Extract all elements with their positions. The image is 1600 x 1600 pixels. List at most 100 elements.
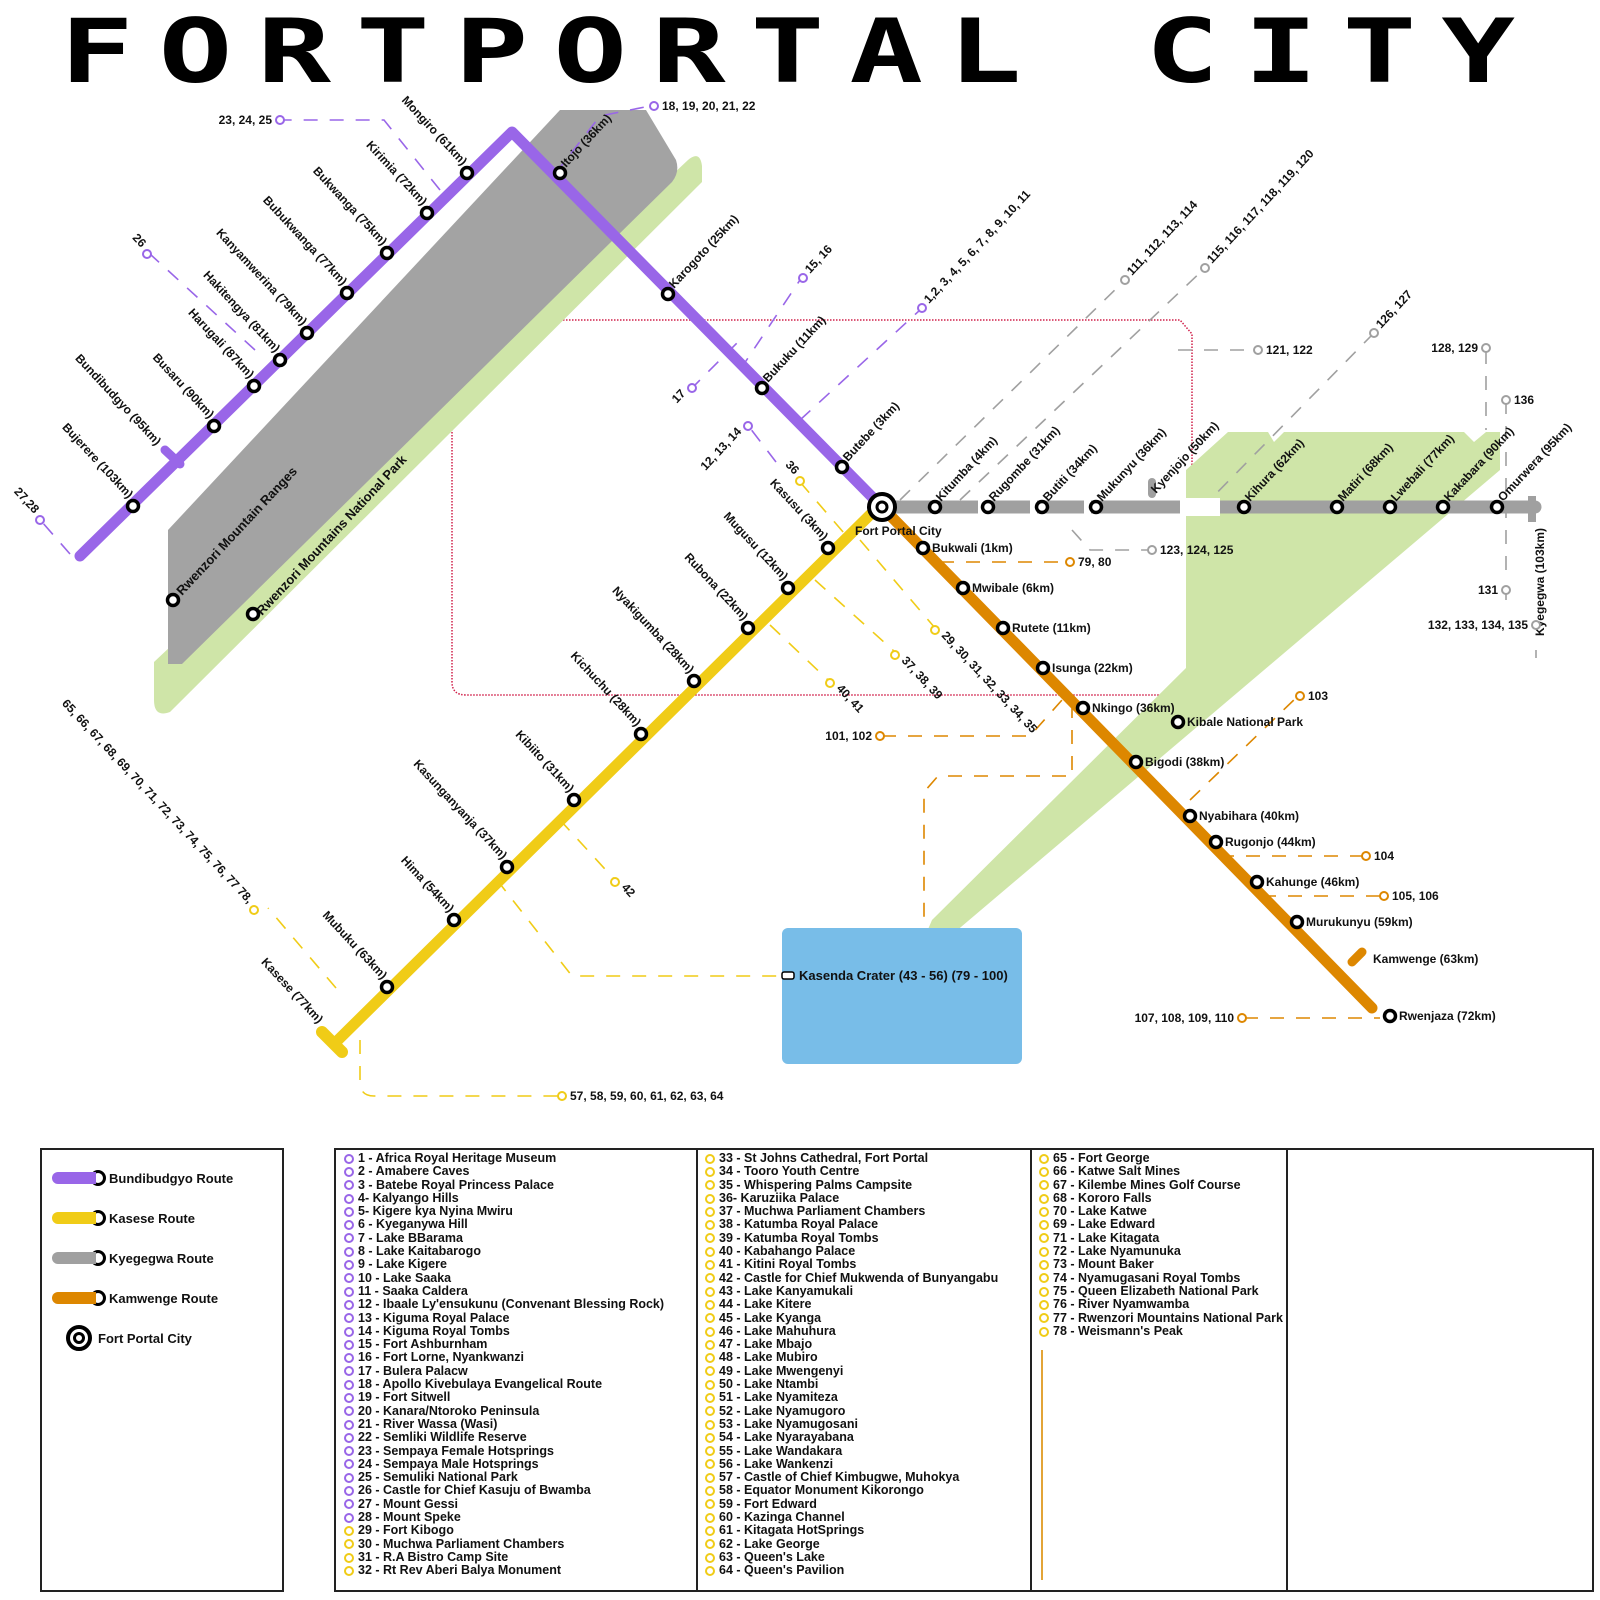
poi-marker[interactable] [1379, 891, 1389, 901]
station-marker[interactable] [1128, 754, 1144, 770]
poi-list-item: 35 - Whispering Palms Campsite [705, 1178, 998, 1192]
station-marker[interactable] [1170, 714, 1186, 730]
poi-marker[interactable] [249, 905, 259, 915]
poi-list-text: 31 - R.A Bistro Camp Site [358, 1549, 509, 1564]
station-marker[interactable] [246, 378, 262, 394]
poi-marker[interactable] [875, 731, 885, 741]
poi-marker[interactable] [1361, 851, 1371, 861]
station-label: Mongiro (61km) [399, 93, 470, 168]
station-marker[interactable] [339, 285, 355, 301]
poi-marker[interactable] [890, 650, 900, 660]
fort-portal-hub[interactable] [867, 492, 897, 522]
station-marker[interactable] [566, 792, 582, 808]
station-label: Murukunyu (59km) [1306, 915, 1413, 929]
station-marker[interactable] [1489, 499, 1505, 515]
station-marker[interactable] [780, 580, 796, 596]
poi-marker[interactable] [930, 625, 940, 635]
station-marker[interactable] [1182, 808, 1198, 824]
poi-marker[interactable] [1501, 395, 1511, 405]
station-marker[interactable] [1035, 660, 1051, 676]
poi-marker[interactable] [275, 115, 285, 125]
station-marker[interactable] [927, 499, 943, 515]
poi-ring-icon [344, 1313, 354, 1324]
poi-list-item: 7 - Lake BBarama [344, 1231, 664, 1245]
poi-divider-3 [1286, 1150, 1288, 1590]
station-label: Bukwanga (75km) [310, 164, 390, 248]
poi-marker[interactable] [1369, 328, 1379, 338]
station-marker[interactable] [980, 499, 996, 515]
station-marker[interactable] [660, 286, 676, 302]
poi-marker[interactable] [1237, 1013, 1247, 1023]
poi-list-item: 16 - Fort Lorne, Nyankwanzi [344, 1351, 664, 1364]
poi-marker[interactable] [1147, 545, 1157, 555]
station-marker[interactable] [272, 352, 288, 368]
poi-marker[interactable] [743, 421, 753, 431]
station-marker[interactable] [1289, 914, 1305, 930]
poi-ring-icon [705, 1326, 715, 1337]
poi-ring-icon [344, 1353, 354, 1364]
station-marker[interactable] [995, 620, 1011, 636]
station-marker[interactable] [1088, 499, 1104, 515]
poi-marker[interactable] [687, 383, 697, 393]
station-marker[interactable] [379, 245, 395, 261]
station-marker[interactable] [740, 620, 756, 636]
bundibudgyo-route-line [74, 126, 886, 562]
poi-marker[interactable] [825, 678, 835, 688]
poi-marker[interactable] [917, 303, 927, 313]
station-marker[interactable] [499, 859, 515, 875]
station-marker[interactable] [419, 205, 435, 221]
station-marker[interactable] [125, 498, 141, 514]
station-marker[interactable] [1382, 1008, 1398, 1024]
poi-marker[interactable] [142, 249, 152, 259]
station-marker[interactable] [1034, 499, 1050, 515]
station-marker[interactable] [1329, 499, 1345, 515]
poi-marker[interactable] [610, 877, 620, 887]
poi-marker[interactable] [1120, 275, 1130, 285]
station-marker[interactable] [754, 380, 770, 396]
station-marker[interactable] [459, 165, 475, 181]
rwenzori-park-marker[interactable] [245, 606, 261, 622]
station-marker[interactable] [1236, 499, 1252, 515]
station-marker[interactable] [1208, 834, 1224, 850]
station-marker[interactable] [955, 580, 971, 596]
station-marker[interactable] [1249, 874, 1265, 890]
station-marker[interactable] [820, 540, 836, 556]
station-marker[interactable] [1382, 499, 1398, 515]
mountain-range-marker[interactable] [165, 592, 181, 608]
poi-marker[interactable] [1253, 345, 1263, 355]
poi-marker[interactable] [35, 515, 45, 525]
kamwenge-terminal-tick [1347, 947, 1367, 967]
kyegegwa-gap [1084, 498, 1091, 516]
poi-marker[interactable] [1501, 585, 1511, 595]
station-marker[interactable] [686, 673, 702, 689]
poi-list-item: 10 - Lake Saaka [344, 1271, 664, 1285]
poi-marker[interactable] [1200, 263, 1210, 273]
poi-list-text: 32 - Rt Rev Aberi Balya Monument [358, 1563, 562, 1578]
poi-list-item: 46 - Lake Mahuhura [705, 1324, 998, 1338]
station-marker[interactable] [834, 459, 850, 475]
station-marker[interactable] [552, 165, 568, 181]
station-marker[interactable] [379, 979, 395, 995]
poi-marker[interactable] [649, 101, 659, 111]
legend-item-kyegegwa: Kyegegwa Route [52, 1246, 214, 1270]
kasese-poi-connector [267, 907, 337, 989]
station-marker[interactable] [446, 912, 462, 928]
poi-ring-icon [344, 1366, 354, 1377]
poi-marker[interactable] [1065, 557, 1075, 567]
poi-marker[interactable] [1295, 691, 1305, 701]
poi-marker[interactable] [557, 1091, 567, 1101]
station-marker[interactable] [1075, 700, 1091, 716]
station-label: Nyakigumba (28km) [609, 584, 697, 676]
kasenda-crater-marker[interactable] [781, 971, 795, 980]
station-marker[interactable] [915, 540, 931, 556]
station-marker[interactable] [206, 418, 222, 434]
poi-marker[interactable] [798, 273, 808, 283]
station-marker[interactable] [1435, 499, 1451, 515]
station-marker[interactable] [633, 726, 649, 742]
poi-list-text: 23 - Sempaya Female Hotsprings [358, 1443, 554, 1458]
poi-marker[interactable] [795, 476, 805, 486]
poi-ring-icon [705, 1206, 715, 1217]
poi-marker[interactable] [1481, 343, 1491, 353]
station-marker[interactable] [299, 325, 315, 341]
poi-marker[interactable] [1531, 620, 1541, 630]
